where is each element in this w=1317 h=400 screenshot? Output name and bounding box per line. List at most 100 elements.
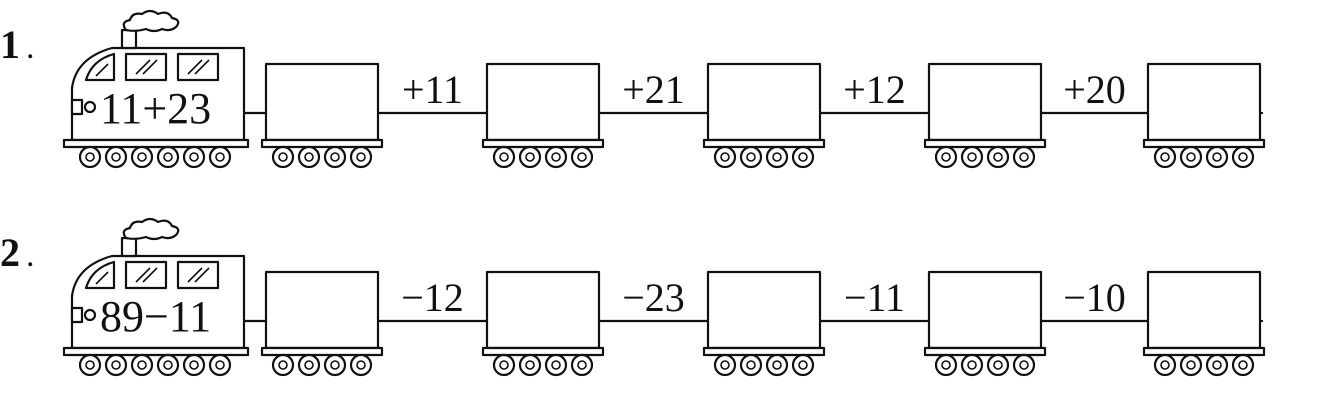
wheel (271, 145, 295, 169)
wheel (349, 353, 373, 377)
wheel (208, 353, 232, 377)
wheel (986, 145, 1010, 169)
wheel-hub (1019, 360, 1029, 370)
wheel-hub (967, 152, 977, 162)
wheel-hub (746, 152, 756, 162)
cab-window (84, 52, 116, 82)
wheel (1231, 145, 1255, 169)
wheel (323, 145, 347, 169)
wheel-hub (798, 152, 808, 162)
chimney (120, 236, 138, 258)
wheel (518, 145, 542, 169)
window-glint (142, 267, 158, 283)
train-car (923, 270, 1047, 377)
wheel (349, 145, 373, 169)
wheel-hub (215, 360, 225, 370)
train-car (481, 270, 605, 377)
car-chassis (923, 138, 1047, 149)
train-problem-1: 1.11+23+11+21+12+20 (0, 9, 1266, 169)
operation-label: +21 (622, 67, 685, 112)
car-chassis (923, 346, 1047, 357)
car-chassis (1142, 138, 1266, 149)
wheel-hub (356, 152, 366, 162)
answer-box[interactable] (1146, 270, 1262, 350)
locomotive-expression: 11+23 (100, 84, 211, 133)
window-glint (194, 59, 210, 75)
wheel-hub (525, 152, 535, 162)
wheel-hub (189, 360, 199, 370)
headlight (70, 98, 84, 116)
wheel (570, 145, 594, 169)
wheel (986, 353, 1010, 377)
locomotive-expression: 89−11 (100, 292, 211, 341)
wheel-hub (137, 152, 147, 162)
answer-box[interactable] (706, 62, 822, 142)
wheel (1205, 353, 1229, 377)
wheel-hub (278, 152, 288, 162)
wheel (739, 145, 763, 169)
train-car (260, 270, 384, 377)
locomotive-chassis (62, 346, 250, 357)
wheel (934, 145, 958, 169)
car-chassis (702, 138, 826, 149)
wheel-hub (1212, 360, 1222, 370)
car-chassis (260, 138, 384, 149)
wheel (1231, 353, 1255, 377)
wheel-hub (499, 152, 509, 162)
wheel-hub (137, 360, 147, 370)
answer-box[interactable] (927, 270, 1043, 350)
wheel (492, 353, 516, 377)
car-chassis (481, 138, 605, 149)
train-problem-2: 2.89−11−12−23−11−10 (0, 217, 1266, 377)
wheel (1012, 145, 1036, 169)
wheel-hub (499, 360, 509, 370)
window-glint (142, 59, 158, 75)
wheel (297, 145, 321, 169)
wheel-hub (1238, 152, 1248, 162)
cab-window (124, 260, 168, 290)
wheel-hub (304, 360, 314, 370)
wheel (297, 353, 321, 377)
car-chassis (702, 346, 826, 357)
wheel-hub (577, 360, 587, 370)
wheel-hub (551, 152, 561, 162)
wheel-hub (111, 360, 121, 370)
operation-label: +20 (1063, 67, 1126, 112)
wheel (1153, 353, 1177, 377)
window-glint (135, 59, 151, 75)
train-car (481, 62, 605, 169)
answer-box[interactable] (485, 62, 601, 142)
smoke-icon (122, 217, 180, 241)
train-car (702, 62, 826, 169)
wheel-hub (1186, 152, 1196, 162)
wheel (156, 145, 180, 169)
car-chassis (1142, 346, 1266, 357)
answer-box[interactable] (927, 62, 1043, 142)
wheel (271, 353, 295, 377)
wheel (713, 145, 737, 169)
headlight (70, 306, 84, 324)
answer-box[interactable] (264, 270, 380, 350)
answer-box[interactable] (264, 62, 380, 142)
wheel-hub (941, 360, 951, 370)
window-glint (95, 271, 109, 285)
wheel-hub (1160, 360, 1170, 370)
wheel-hub (304, 152, 314, 162)
answer-box[interactable] (706, 270, 822, 350)
wheel (208, 145, 232, 169)
answer-box[interactable] (1146, 62, 1262, 142)
wheel-hub (798, 360, 808, 370)
wheel (765, 353, 789, 377)
wheel-hub (111, 152, 121, 162)
answer-box[interactable] (485, 270, 601, 350)
problem-number-suffix: . (26, 237, 35, 274)
wheel-hub (163, 152, 173, 162)
car-chassis (260, 346, 384, 357)
wheel (323, 353, 347, 377)
problem-number: 2 (0, 230, 20, 275)
wheel (544, 145, 568, 169)
window-glint (187, 267, 203, 283)
wheel (518, 353, 542, 377)
wheel-hub (1186, 360, 1196, 370)
